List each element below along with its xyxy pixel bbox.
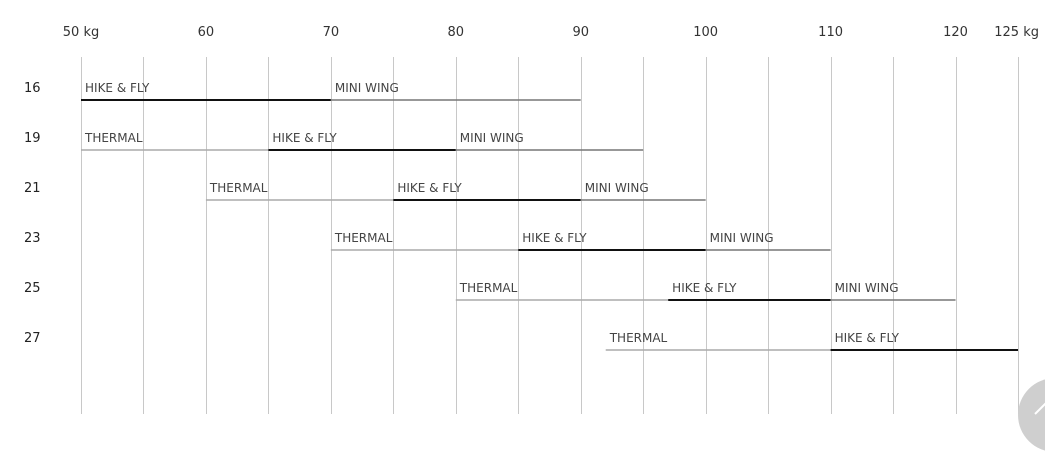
x-tick-labels: 50 kg 60 70 80 90 100 110 120 125 kg <box>63 25 1039 40</box>
size-row: 19 THERMAL HIKE & FLY MINI WING <box>24 131 644 151</box>
range-label: THERMAL <box>209 181 268 195</box>
chevron-up-icon <box>1034 402 1045 415</box>
x-tick-label: 120 <box>943 25 968 40</box>
x-tick-label: 125 kg <box>994 25 1039 40</box>
size-label: 19 <box>24 131 41 146</box>
size-label: 27 <box>24 331 41 346</box>
x-tick-label: 110 <box>818 25 843 40</box>
size-label: 21 <box>24 181 41 196</box>
gridlines <box>81 57 1019 414</box>
x-tick-label: 50 kg <box>63 25 99 40</box>
range-label: THERMAL <box>84 131 143 145</box>
range-label: HIKE & FLY <box>85 81 150 95</box>
size-label: 25 <box>24 281 41 296</box>
range-label: HIKE & FLY <box>397 181 462 195</box>
x-tick-label: 60 <box>198 25 215 40</box>
range-label: HIKE & FLY <box>835 331 900 345</box>
range-label: MINI WING <box>460 131 524 145</box>
size-label: 16 <box>24 81 41 96</box>
x-tick-label: 100 <box>693 25 718 40</box>
x-tick-label: 70 <box>323 25 340 40</box>
size-row: 16 HIKE & FLY MINI WING <box>24 81 581 101</box>
size-row: 23 THERMAL HIKE & FLY MINI WING <box>24 231 831 251</box>
range-label: THERMAL <box>334 231 393 245</box>
range-label: HIKE & FLY <box>522 231 587 245</box>
range-label: MINI WING <box>335 81 399 95</box>
range-label: THERMAL <box>609 331 668 345</box>
range-label: HIKE & FLY <box>672 281 737 295</box>
range-label: THERMAL <box>459 281 518 295</box>
range-label: MINI WING <box>585 181 649 195</box>
size-row: 25 THERMAL HIKE & FLY MINI WING <box>24 281 956 301</box>
size-label: 23 <box>24 231 41 246</box>
size-row: 21 THERMAL HIKE & FLY MINI WING <box>24 181 706 201</box>
size-row: 27 THERMAL HIKE & FLY <box>24 331 1018 351</box>
range-label: MINI WING <box>835 281 899 295</box>
range-label: MINI WING <box>710 231 774 245</box>
x-tick-label: 80 <box>448 25 465 40</box>
range-label: HIKE & FLY <box>272 131 337 145</box>
x-tick-label: 90 <box>572 25 589 40</box>
